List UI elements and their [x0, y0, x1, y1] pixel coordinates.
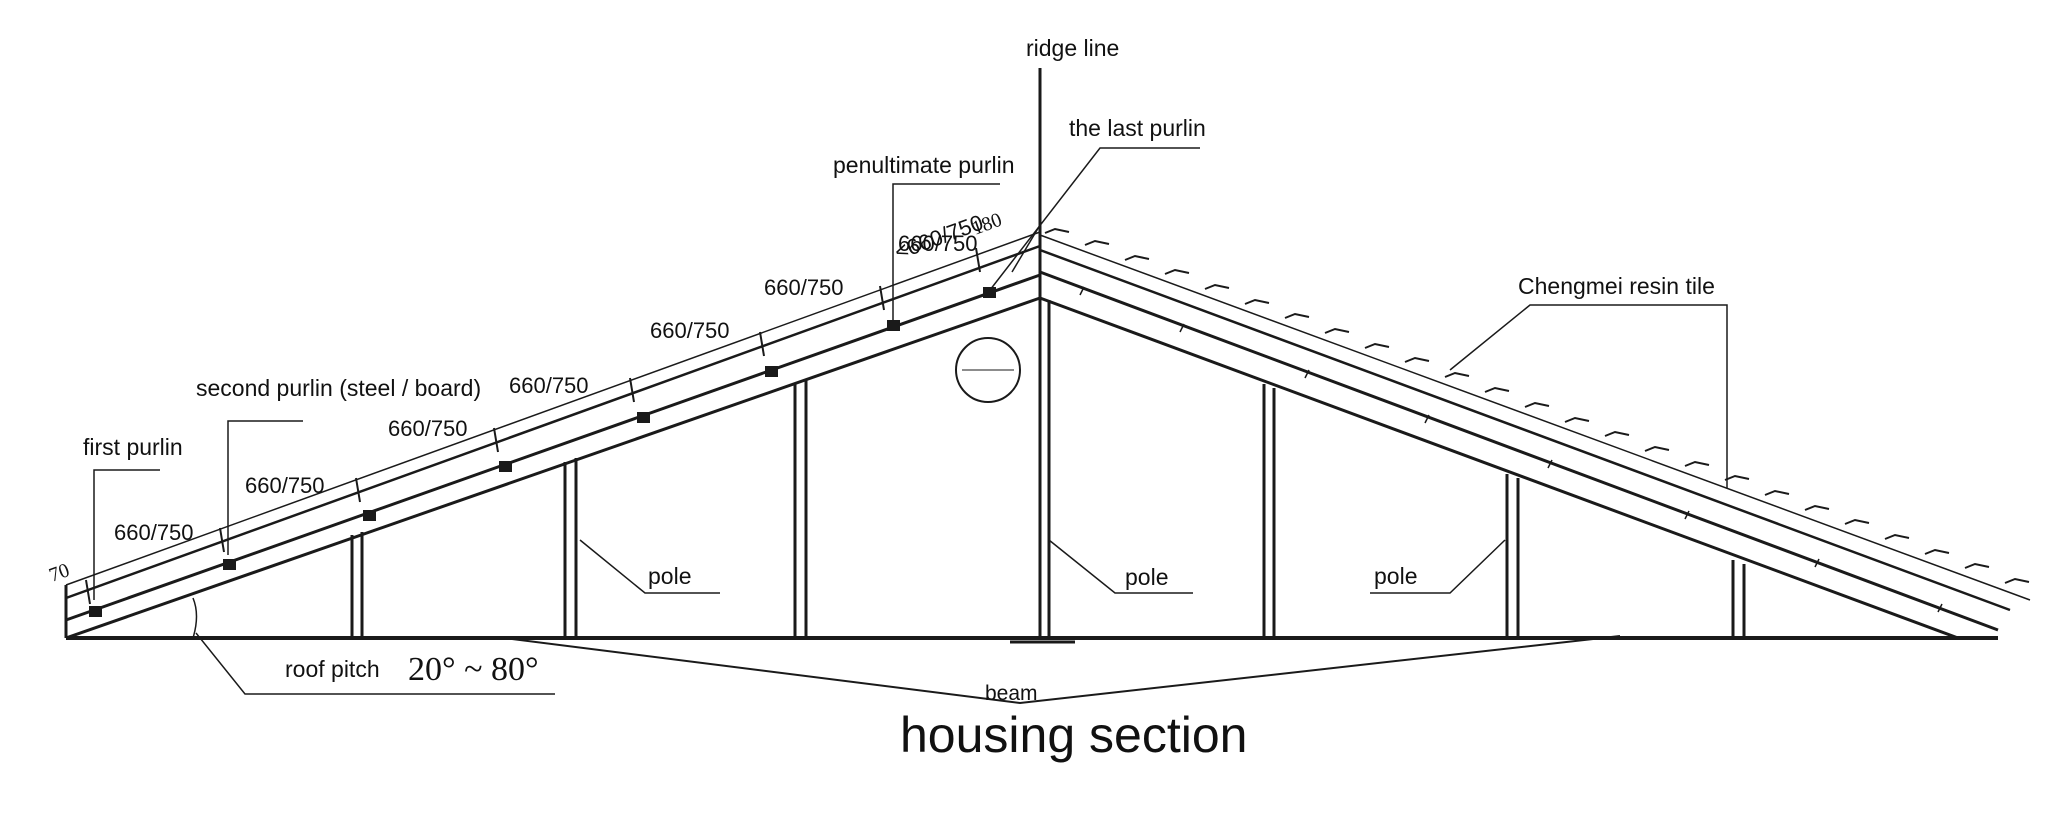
leader-pole-2 — [1048, 539, 1193, 594]
left-rafter-bottom — [65, 296, 1041, 640]
dim-label-5: 660/750 — [650, 318, 730, 343]
dim-label-2: 660/750 — [245, 473, 325, 498]
right-rafter-outer — [1039, 234, 2031, 601]
leader-lines — [93, 147, 1728, 705]
ridge-offset-arrow — [1011, 224, 1041, 273]
dim-label-6: 660/750 — [764, 275, 844, 300]
edge-offset-label: 70 — [46, 559, 72, 587]
purlin-3 — [363, 510, 376, 521]
right-rafter-mid — [1039, 270, 1999, 632]
last-purlin-label: the last purlin — [1069, 115, 1206, 141]
purlins — [89, 287, 996, 617]
pole-label-3: pole — [1374, 563, 1417, 589]
right-rafter-bottom — [1039, 296, 1959, 640]
first-purlin-label: first purlin — [83, 434, 183, 460]
right-rafter-marks — [1079, 286, 1943, 613]
dim-label-4: 660/750 — [509, 373, 589, 398]
vent-circle — [955, 337, 1021, 403]
second-purlin-label: second purlin (steel / board) — [196, 375, 481, 401]
right-rafters — [1039, 234, 2031, 640]
leader-roof-pitch — [195, 632, 555, 695]
pole-label-2: pole — [1125, 564, 1168, 590]
left-rafters — [64, 231, 1041, 640]
resin-tile-label: Chengmei resin tile — [1518, 273, 1715, 299]
leader-penultimate — [892, 183, 1000, 320]
leader-tile — [1449, 304, 1728, 488]
resin-tile-ridges — [1044, 227, 2030, 584]
leader-first-purlin — [93, 469, 160, 600]
leader-last-purlin — [989, 147, 1200, 291]
purlin-4 — [499, 461, 512, 472]
purlin-1 — [89, 606, 102, 617]
right-rafter-top — [1039, 248, 2011, 612]
roof-pitch-label: roof pitch — [285, 656, 380, 682]
dim-label-3: 660/750 — [388, 416, 468, 441]
leader-pole-1 — [579, 539, 720, 594]
beam-bracket — [503, 635, 1621, 705]
dim-label-1: 660/750 — [114, 520, 194, 545]
dimension-ticks — [85, 247, 981, 605]
left-rafter-outer — [65, 231, 1041, 586]
pole-label-1: pole — [648, 563, 691, 589]
ridge-line-label: ridge line — [1026, 35, 1119, 61]
purlin-7 — [887, 320, 900, 331]
roof-pitch-value: 20° ~ 80° — [408, 651, 539, 688]
penultimate-purlin-label: penultimate purlin — [833, 152, 1015, 178]
purlin-6 — [765, 366, 778, 377]
dim-label-7: 660/750 — [898, 231, 978, 256]
leader-pole-3 — [1370, 539, 1506, 594]
leader-second-purlin — [227, 420, 303, 555]
poles — [350, 380, 1746, 638]
left-rafter-top — [65, 244, 1041, 600]
beam-label: beam — [985, 682, 1038, 705]
purlin-8 — [983, 287, 996, 298]
purlin-2 — [223, 559, 236, 570]
page-title: housing section — [900, 707, 1247, 763]
pitch-arc — [192, 597, 198, 639]
purlin-5 — [637, 412, 650, 423]
